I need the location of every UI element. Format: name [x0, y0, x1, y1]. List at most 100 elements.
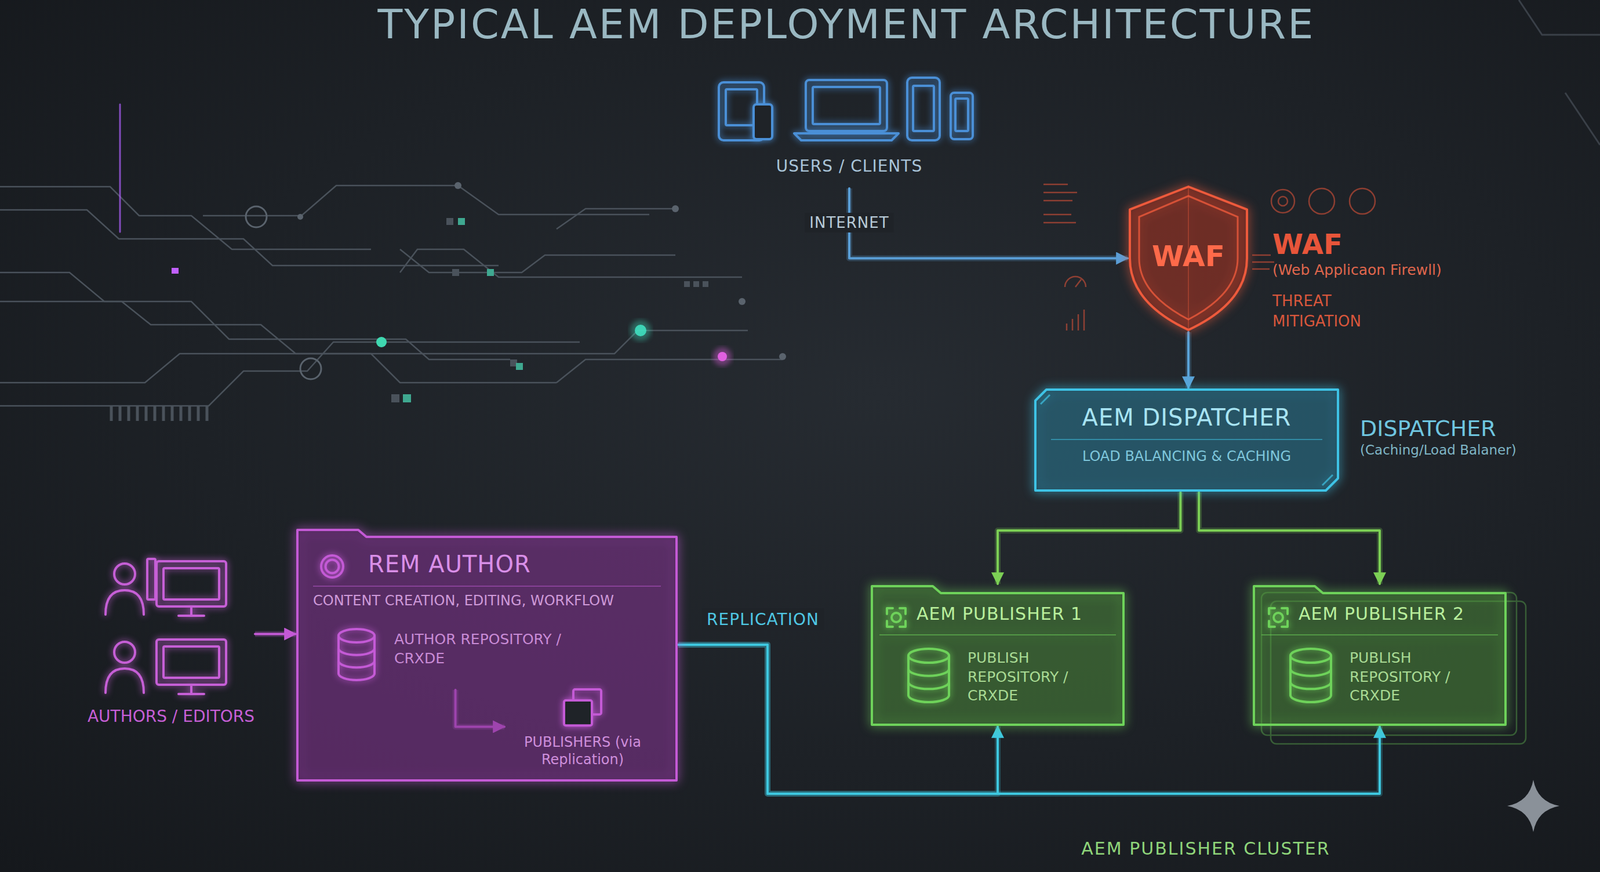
rect-part	[515, 362, 523, 370]
publishers-node: PUBLISHERS (via Replication)	[504, 686, 661, 776]
path-part	[879, 634, 1116, 636]
layout-part: PUBLISH REPOSITORY / CRXDE	[967, 648, 1116, 706]
path-part	[1290, 695, 1332, 703]
path-part	[111, 405, 207, 421]
path-part	[338, 648, 375, 656]
circle-part	[738, 297, 746, 305]
node-text: AEM PUBLISHER 1	[916, 603, 1120, 624]
gear-icon	[318, 553, 346, 580]
publisher-box: AEM PUBLISHER 2PUBLISH REPOSITORY / CRXD…	[1252, 583, 1508, 727]
line-part	[119, 104, 122, 232]
person-icon	[98, 556, 244, 699]
circle-part	[891, 612, 901, 623]
line-part	[86, 270, 406, 275]
connector	[997, 492, 1181, 584]
path-part	[178, 606, 205, 616]
frame-icon	[884, 605, 908, 629]
dispatcher-box: AEM DISPATCHERLOAD BALANCING & CACHINGDI…	[1033, 387, 1340, 493]
rect-part	[156, 561, 227, 607]
path-part	[908, 695, 949, 703]
path-part	[1261, 634, 1498, 636]
edge-label: REPLICATION	[702, 608, 824, 631]
path-part	[794, 133, 899, 141]
path-part	[1268, 608, 1288, 627]
path-part	[178, 684, 205, 694]
layout-part: WAF(Web Applicaon Firewll)THREAT MITIGAT…	[1272, 227, 1516, 332]
path-part	[886, 608, 906, 627]
path-part	[0, 301, 748, 354]
path-part	[0, 342, 580, 406]
rect-part	[913, 85, 934, 132]
ellipse-part	[338, 628, 375, 643]
rect-part	[805, 80, 887, 132]
circuit-traces	[0, 185, 783, 406]
rect-part	[907, 77, 940, 141]
layout-part: PUBLISHERS (via Replication)	[504, 733, 661, 769]
path-part	[1290, 655, 1332, 696]
path-part	[1198, 492, 1380, 584]
ellipse-part	[908, 648, 949, 663]
circle-part	[713, 347, 732, 366]
rect-part	[753, 104, 773, 140]
rect-part	[391, 394, 400, 403]
path-part	[457, 185, 650, 215]
stack-icon	[559, 686, 606, 729]
rect-part	[402, 394, 412, 403]
path-part	[0, 209, 499, 266]
node-text: WAF	[1127, 239, 1250, 274]
path-part	[908, 681, 949, 689]
node-text: AEM PUBLISHER 2	[1298, 603, 1502, 624]
path-part	[1066, 309, 1085, 331]
rect-part	[147, 558, 156, 600]
circle-part	[1308, 188, 1335, 214]
rect-part	[171, 267, 179, 274]
path-part	[1040, 394, 1333, 486]
connector	[1198, 492, 1380, 584]
rect-part	[163, 568, 220, 600]
cluster-label: AEM PUBLISHER CLUSTER	[1060, 838, 1351, 859]
path-part	[338, 635, 375, 674]
authors-group: AUTHORS / EDITORS	[86, 550, 256, 754]
diagram-title: TYPICAL AEM DEPLOYMENT ARCHITECTURE	[324, 2, 1369, 47]
rect-part	[457, 217, 465, 225]
glow-streaks	[0, 104, 406, 345]
node-text: WAF	[1272, 227, 1516, 261]
rect-part	[163, 646, 220, 678]
circle-part	[300, 358, 322, 380]
path-part	[400, 249, 743, 278]
users-group: USERS / CLIENTS	[713, 75, 986, 189]
path-part	[1290, 668, 1332, 676]
path-part	[1035, 389, 1338, 491]
sparkle-star	[1507, 779, 1560, 832]
waf-shield: WAFWAF(Web Applicaon Firewll)THREAT MITI…	[1127, 184, 1250, 333]
connector	[1187, 332, 1190, 388]
circle-part	[114, 563, 136, 585]
path-part	[556, 359, 783, 383]
layout-part: WAF	[1127, 239, 1250, 274]
rect-part	[725, 89, 758, 126]
node-text: (Caching/Load Balaner)	[1360, 442, 1534, 458]
circle-part	[297, 213, 304, 220]
path-part	[1185, 332, 1192, 388]
path-part	[908, 668, 949, 676]
repository-node: AUTHOR REPOSITORY / CRXDE	[330, 623, 586, 690]
layout-part: AEM PUBLISHER 1	[916, 603, 1120, 624]
path-part	[908, 655, 949, 696]
path-part	[556, 208, 679, 229]
author-box: REM AUTHORCONTENT CREATION, EDITING, WOR…	[295, 527, 679, 783]
circle-part	[245, 206, 267, 228]
circle-part	[1349, 188, 1376, 214]
rect-part	[950, 92, 973, 140]
path-part	[1253, 586, 1506, 725]
devices-icon	[713, 75, 986, 145]
db-icon	[1288, 646, 1334, 705]
path-part	[400, 249, 676, 273]
rect-part	[955, 98, 969, 132]
node-text: PUBLISHERS (via Replication)	[504, 733, 661, 769]
frame-icon	[1266, 605, 1290, 629]
layout-part: DISPATCHER(Caching/Load Balaner)	[1360, 415, 1534, 458]
line-part	[46, 344, 302, 347]
rect-part	[156, 639, 227, 685]
path-part	[105, 590, 144, 615]
